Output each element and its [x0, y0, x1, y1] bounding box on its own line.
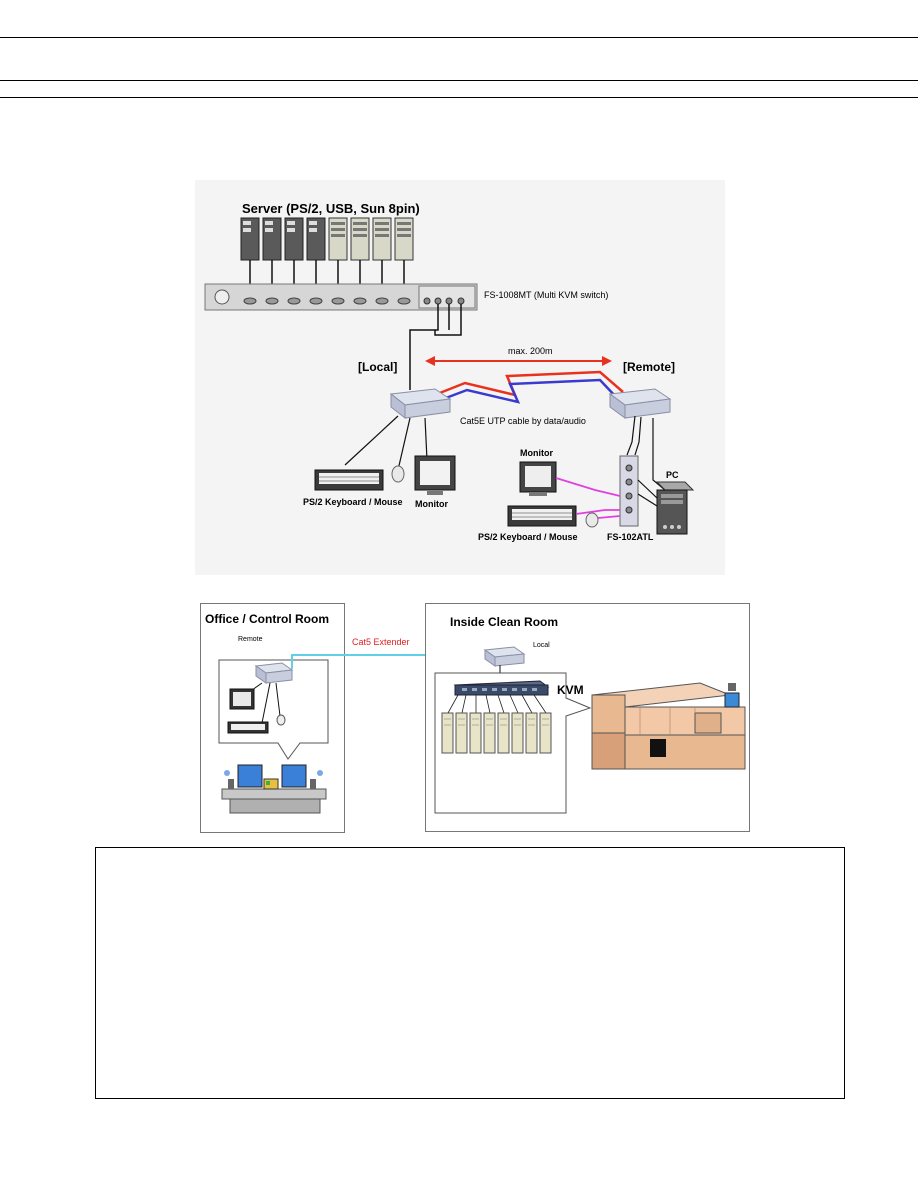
- office-mouse-icon: [276, 714, 286, 726]
- cleanroom-machine-icon: [591, 682, 746, 770]
- office-title: Office / Control Room: [205, 612, 329, 626]
- office-extender-icon: [254, 662, 294, 684]
- office-monitor-icon: [229, 688, 255, 710]
- remote-mouse-icon: [585, 512, 599, 528]
- server-icon: [372, 217, 392, 261]
- server-icon: [284, 217, 304, 261]
- rack-server-icon: [539, 712, 552, 754]
- header-rule-top: [0, 37, 918, 38]
- switch-to-local-cable: [409, 304, 462, 390]
- rack-kvm-icon: [453, 680, 550, 696]
- remote-keyboard-label: PS/2 Keyboard / Mouse: [478, 532, 578, 542]
- switch-label: FS-1008MT (Multi KVM switch): [484, 290, 608, 300]
- local-monitor-label: Monitor: [415, 499, 448, 509]
- remote-monitor-label: Monitor: [520, 448, 553, 458]
- office-callout: [218, 659, 329, 760]
- server-icon: [350, 217, 370, 261]
- remote-switch-label: FS-102ATL: [607, 532, 654, 542]
- server-icon: [262, 217, 282, 261]
- utp-cable-blue: [429, 378, 618, 406]
- local-keyboard-icon: [314, 469, 384, 491]
- rack-server-icon: [511, 712, 524, 754]
- kvm-label: KVM: [557, 683, 584, 697]
- server-icons: [240, 217, 414, 261]
- remote-keyboard-icon: [507, 505, 577, 527]
- pc-cables: [637, 479, 658, 507]
- rack-server-details: [444, 718, 549, 726]
- local-monitor-icon: [414, 455, 456, 495]
- remote-monitor-icon: [519, 461, 557, 496]
- rack-server-icon: [469, 712, 482, 754]
- pc-tower-icon: [655, 481, 695, 535]
- local-peripheral-cables: [344, 415, 428, 471]
- remote-label: [Remote]: [623, 360, 675, 374]
- local-keyboard-label: PS/2 Keyboard / Mouse: [303, 497, 403, 507]
- rack-server-icon: [497, 712, 510, 754]
- clean-room-diagram: Office / Control Room Remote Cat5 Ext: [200, 603, 750, 833]
- rack-server-icon: [483, 712, 496, 754]
- pc-label: PC: [666, 470, 679, 480]
- server-icon: [394, 217, 414, 261]
- local-mouse-icon: [391, 465, 405, 483]
- extender-label: Cat5 Extender: [352, 637, 410, 647]
- server-icon: [240, 217, 260, 261]
- server-icon: [328, 217, 348, 261]
- local-extender-label: Local: [533, 642, 550, 649]
- remote-extender-label: Remote: [238, 636, 263, 643]
- rack-server-icons: [441, 712, 552, 754]
- remote-magenta-cables: [555, 477, 621, 519]
- rack-server-cables: [447, 694, 547, 714]
- kvm-extender-diagram: Server (PS/2, USB, Sun 8pin): [195, 180, 725, 575]
- rack-server-icon: [441, 712, 454, 754]
- fs102atl-switch-icon: [619, 455, 639, 527]
- distance-arrow: [425, 356, 612, 366]
- cleanroom-title: Inside Clean Room: [450, 615, 558, 629]
- kvm-switch-icon: [204, 283, 478, 311]
- server-icon: [306, 217, 326, 261]
- office-keyboard-icon: [227, 721, 269, 734]
- rack-server-icon: [525, 712, 538, 754]
- local-label: [Local]: [358, 360, 397, 374]
- header-rule-bottom: [0, 97, 918, 98]
- control-desk-icon: [221, 764, 327, 814]
- distance-label: max. 200m: [508, 346, 553, 356]
- cleanroom-extender-icon: [483, 646, 526, 667]
- rack-server-icon: [455, 712, 468, 754]
- local-extender-icon: [389, 388, 452, 420]
- header-rule-middle: [0, 80, 918, 81]
- cable-label: Cat5E UTP cable by data/audio: [460, 416, 586, 426]
- server-label: Server (PS/2, USB, Sun 8pin): [242, 201, 420, 216]
- content-frame: [95, 847, 845, 1099]
- remote-extender-icon: [608, 388, 672, 419]
